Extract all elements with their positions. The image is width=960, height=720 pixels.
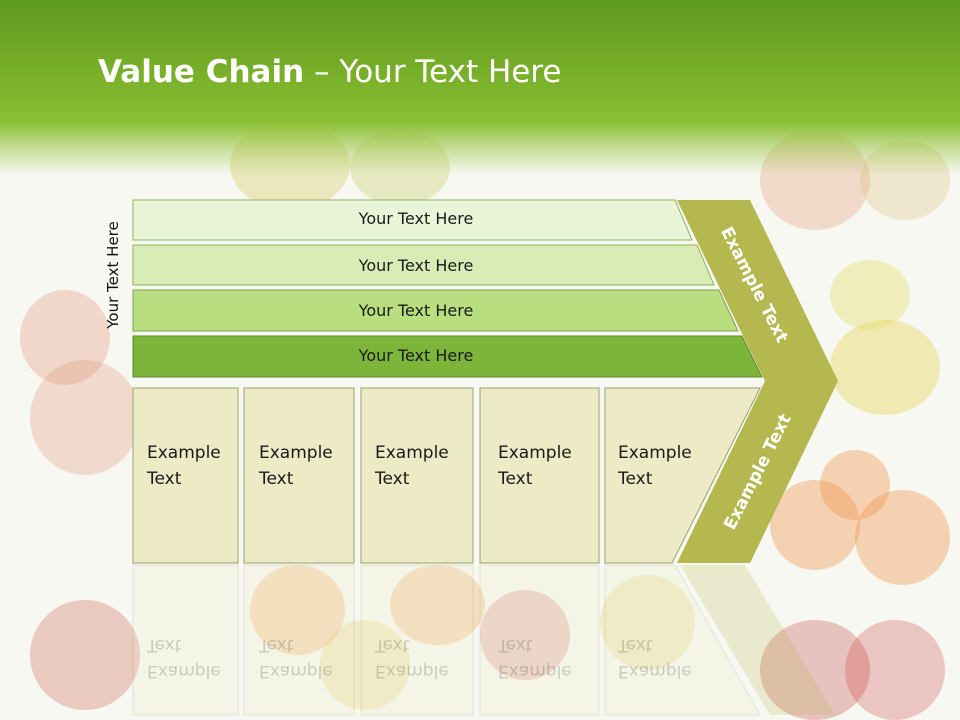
chevron-arrow[interactable]	[677, 200, 838, 563]
bar-3[interactable]	[132, 289, 739, 332]
bar-4[interactable]	[132, 335, 763, 378]
box-5[interactable]	[604, 387, 761, 564]
bar-1[interactable]	[132, 199, 693, 241]
bar-2-label: Your Text Here	[358, 256, 474, 275]
slide-title[interactable]: Value Chain – Your Text Here	[98, 54, 561, 90]
bar-4-label: Your Text Here	[358, 346, 474, 365]
header-band	[0, 0, 960, 175]
bar-3-label: Your Text Here	[358, 301, 474, 320]
bar-2[interactable]	[132, 244, 715, 286]
title-bold: Value Chain	[98, 54, 305, 90]
title-rest: – Your Text Here	[304, 54, 562, 90]
box-2[interactable]	[243, 387, 355, 564]
reflection	[132, 564, 835, 716]
box-3[interactable]	[360, 387, 474, 564]
box-1[interactable]	[132, 387, 239, 564]
box-4[interactable]	[479, 387, 600, 564]
bar-1-label: Your Text Here	[358, 209, 474, 228]
